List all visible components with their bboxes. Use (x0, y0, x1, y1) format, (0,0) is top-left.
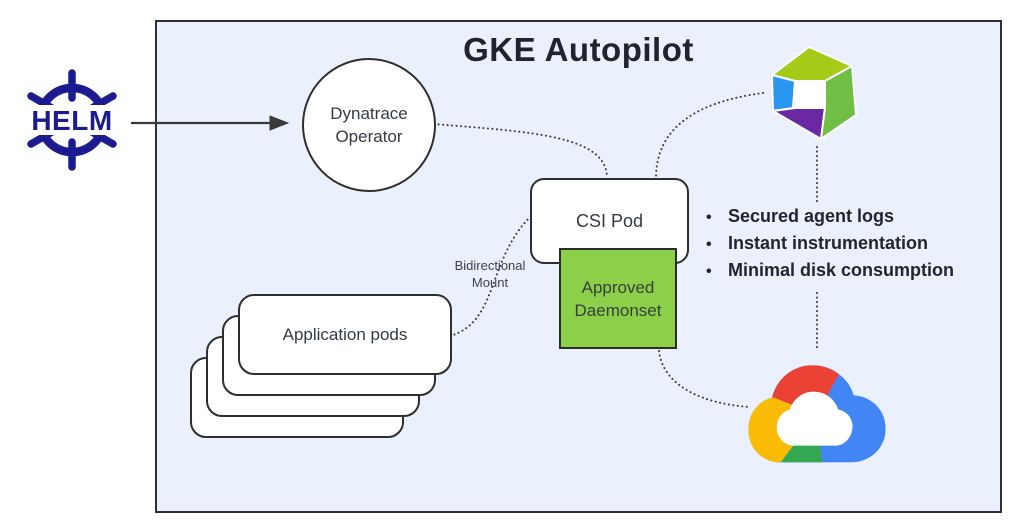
node-approved-daemonset: Approved Daemonset (559, 248, 677, 349)
dynatrace-cube-icon (771, 46, 857, 140)
benefit-label: Secured agent logs (728, 206, 895, 226)
benefits-list: • Secured agent logs • Instant instrumen… (706, 206, 1006, 287)
node-approved-daemonset-label: Approved Daemonset (574, 277, 662, 320)
benefit-item: • Secured agent logs (706, 206, 1006, 233)
benefit-label: Instant instrumentation (728, 233, 929, 253)
bidirectional-mount-label: Bidirectional Mount (454, 258, 526, 290)
benefit-item: • Instant instrumentation (706, 233, 1006, 260)
page-title: GKE Autopilot (463, 31, 694, 68)
bullet-icon: • (706, 263, 712, 280)
connector-operator-to-csipod (433, 123, 608, 179)
bullet-icon: • (706, 236, 712, 253)
node-application-pods-label: Application pods (282, 324, 408, 344)
benefit-label: Minimal disk consumption (728, 260, 955, 280)
node-dynatrace-operator-label: Dynatrace Operator (330, 104, 408, 146)
connector-cube-to-csipod (655, 92, 764, 179)
node-csi-pod-label: CSI Pod (575, 210, 644, 231)
google-cloud-icon (748, 365, 886, 463)
helm-logo-text: HELM (31, 105, 112, 136)
helm-wheel-icon: HELM (22, 69, 122, 171)
connector-pods-to-csipod (449, 217, 530, 337)
node-application-pods: Application pods (238, 294, 452, 375)
bullet-icon: • (706, 209, 712, 226)
connector-daemonset-to-cloud (658, 350, 751, 408)
node-dynatrace-operator: Dynatrace Operator (302, 58, 436, 192)
benefit-item: • Minimal disk consumption (706, 260, 1006, 287)
